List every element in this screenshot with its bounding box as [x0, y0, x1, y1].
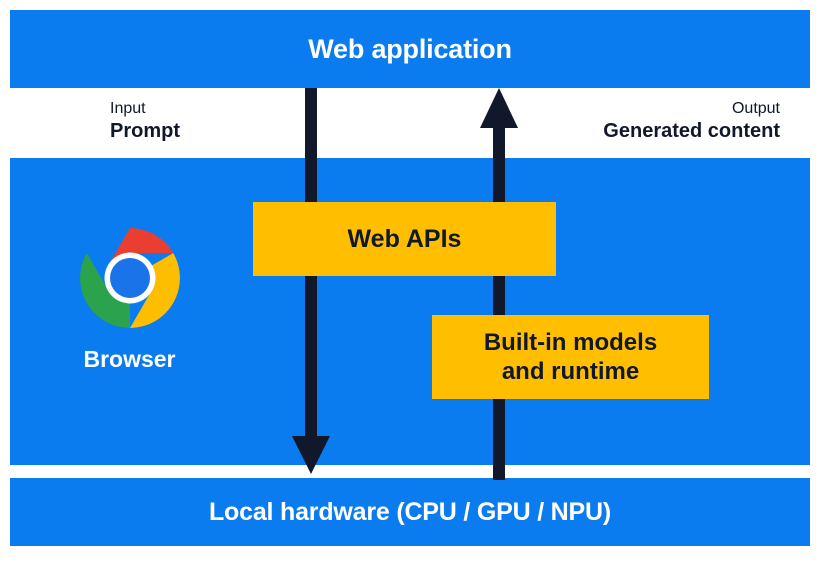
- input-label-group: Input Prompt: [110, 100, 180, 143]
- box-builtin-models-label: Built-in models and runtime: [484, 328, 657, 387]
- output-kind-label: Output: [731, 100, 780, 117]
- input-value-label: Prompt: [110, 120, 180, 143]
- band-web-application: Web application: [10, 10, 810, 88]
- browser-group: Browser: [62, 228, 197, 373]
- box-builtin-models[interactable]: Built-in models and runtime: [432, 315, 709, 399]
- chrome-logo-icon: [79, 228, 180, 328]
- box-web-apis[interactable]: Web APIs: [253, 202, 556, 276]
- band-local-hardware-label: Local hardware (CPU / GPU / NPU): [208, 497, 611, 526]
- output-value-label: Generated content: [603, 120, 780, 143]
- input-kind-label: Input: [110, 100, 146, 117]
- band-browser-label: Browser: [83, 346, 176, 372]
- band-web-application-label: Web application: [308, 33, 512, 64]
- output-label-group: Output Generated content: [603, 100, 780, 143]
- box-builtin-models-line2: and runtime: [501, 358, 640, 385]
- box-builtin-models-line1: Built-in models: [483, 328, 658, 356]
- band-local-hardware: Local hardware (CPU / GPU / NPU): [10, 478, 810, 546]
- box-web-apis-label: Web APIs: [347, 224, 462, 253]
